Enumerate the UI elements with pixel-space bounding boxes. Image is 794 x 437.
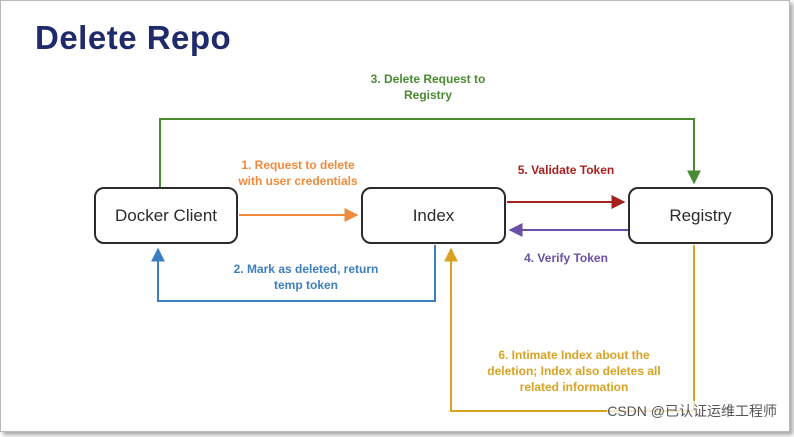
node-registry-label: Registry <box>669 205 732 225</box>
edge-6-label: 6. Intimate Index about the deletion; In… <box>487 348 661 394</box>
edge-6-arrow <box>444 245 695 412</box>
edge-5-label: 5. Validate Token <box>517 163 615 177</box>
node-index-label: Index <box>412 205 455 225</box>
node-docker-client: Docker Client <box>94 187 238 244</box>
node-index: Index <box>361 187 506 244</box>
watermark: CSDN @已认证运维工程师 <box>607 401 777 421</box>
edge-3-label: 3. Delete Request to Registry <box>370 72 486 102</box>
node-registry: Registry <box>628 187 773 244</box>
edge-2-label: 2. Mark as deleted, return temp token <box>233 262 379 292</box>
edge-1-label: 1. Request to delete with user credentia… <box>238 158 358 188</box>
edge-2-arrow <box>151 245 436 302</box>
page-title: Delete Repo <box>35 19 232 56</box>
edge-4-label: 4. Verify Token <box>524 251 608 265</box>
node-docker-client-label: Docker Client <box>114 205 218 225</box>
edge-3-arrow <box>159 118 701 187</box>
